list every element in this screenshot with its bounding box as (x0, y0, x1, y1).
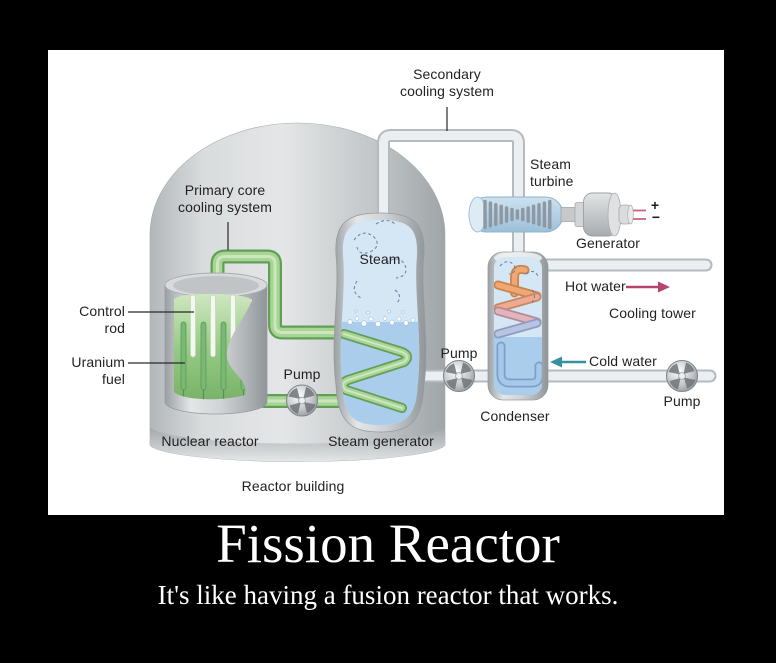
condenser-coil (494, 264, 542, 388)
building-bottom-rim (150, 427, 445, 462)
condenser-vessel (487, 251, 549, 401)
steam-turbine-label: Steam turbine (530, 156, 574, 189)
condenser-steam-swirls (499, 261, 539, 303)
cooling-tower-label: Cooling tower (609, 305, 696, 321)
nuclear-reactor-label: Nuclear reactor (161, 433, 259, 449)
steam-turbine-unit (468, 196, 578, 233)
steam-swirls (353, 220, 407, 304)
cooling-pump-rotor (665, 359, 699, 393)
steam-generator-vessel (333, 212, 427, 433)
primary-pump-label: Pump (283, 366, 321, 382)
reactor-building-label: Reactor building (241, 478, 345, 494)
reactor-diagram (128, 107, 717, 462)
nuclear-reactor-vessel (164, 272, 268, 415)
primary-core-label: Primary core cooling system (178, 182, 272, 215)
steam-generator-coil (340, 329, 412, 413)
condenser-label: Condenser (480, 408, 550, 424)
uranium-fuel-label: Uranium fuel (71, 354, 125, 387)
hot-water-label: Hot water (565, 278, 626, 294)
steam-label: Steam (359, 251, 401, 267)
secondary-loop-pipe (377, 129, 525, 265)
cold-water-label: Cold water (589, 353, 657, 369)
generator-minus-terminal: − (651, 209, 661, 225)
generator-plus-terminal: + (650, 197, 660, 213)
feedwater-pump-rotor (442, 359, 476, 393)
steam-generator-label: Steam generator (328, 433, 434, 449)
generator-label: Generator (576, 235, 640, 251)
cold-water-arrow (550, 356, 586, 368)
waterline-bubbles (347, 309, 416, 327)
generator-wires (633, 209, 646, 220)
pointer-lines (128, 107, 448, 364)
meme-title: Fission Reactor (216, 513, 560, 574)
diagram-panel: Secondary cooling system Primary core co… (48, 50, 724, 515)
turbine-blades (483, 199, 552, 230)
meme-subtitle: It's like having a fusion reactor that w… (157, 580, 619, 610)
secondary-cooling-label: Secondary cooling system (400, 66, 494, 99)
generator-unit (574, 192, 646, 237)
primary-pump-rotor (285, 384, 319, 417)
cooling-pump-label: Pump (663, 393, 701, 409)
feedwater-pump-label: Pump (440, 345, 478, 361)
hot-water-arrow (626, 281, 670, 293)
control-rod-label: Control rod (79, 303, 125, 336)
